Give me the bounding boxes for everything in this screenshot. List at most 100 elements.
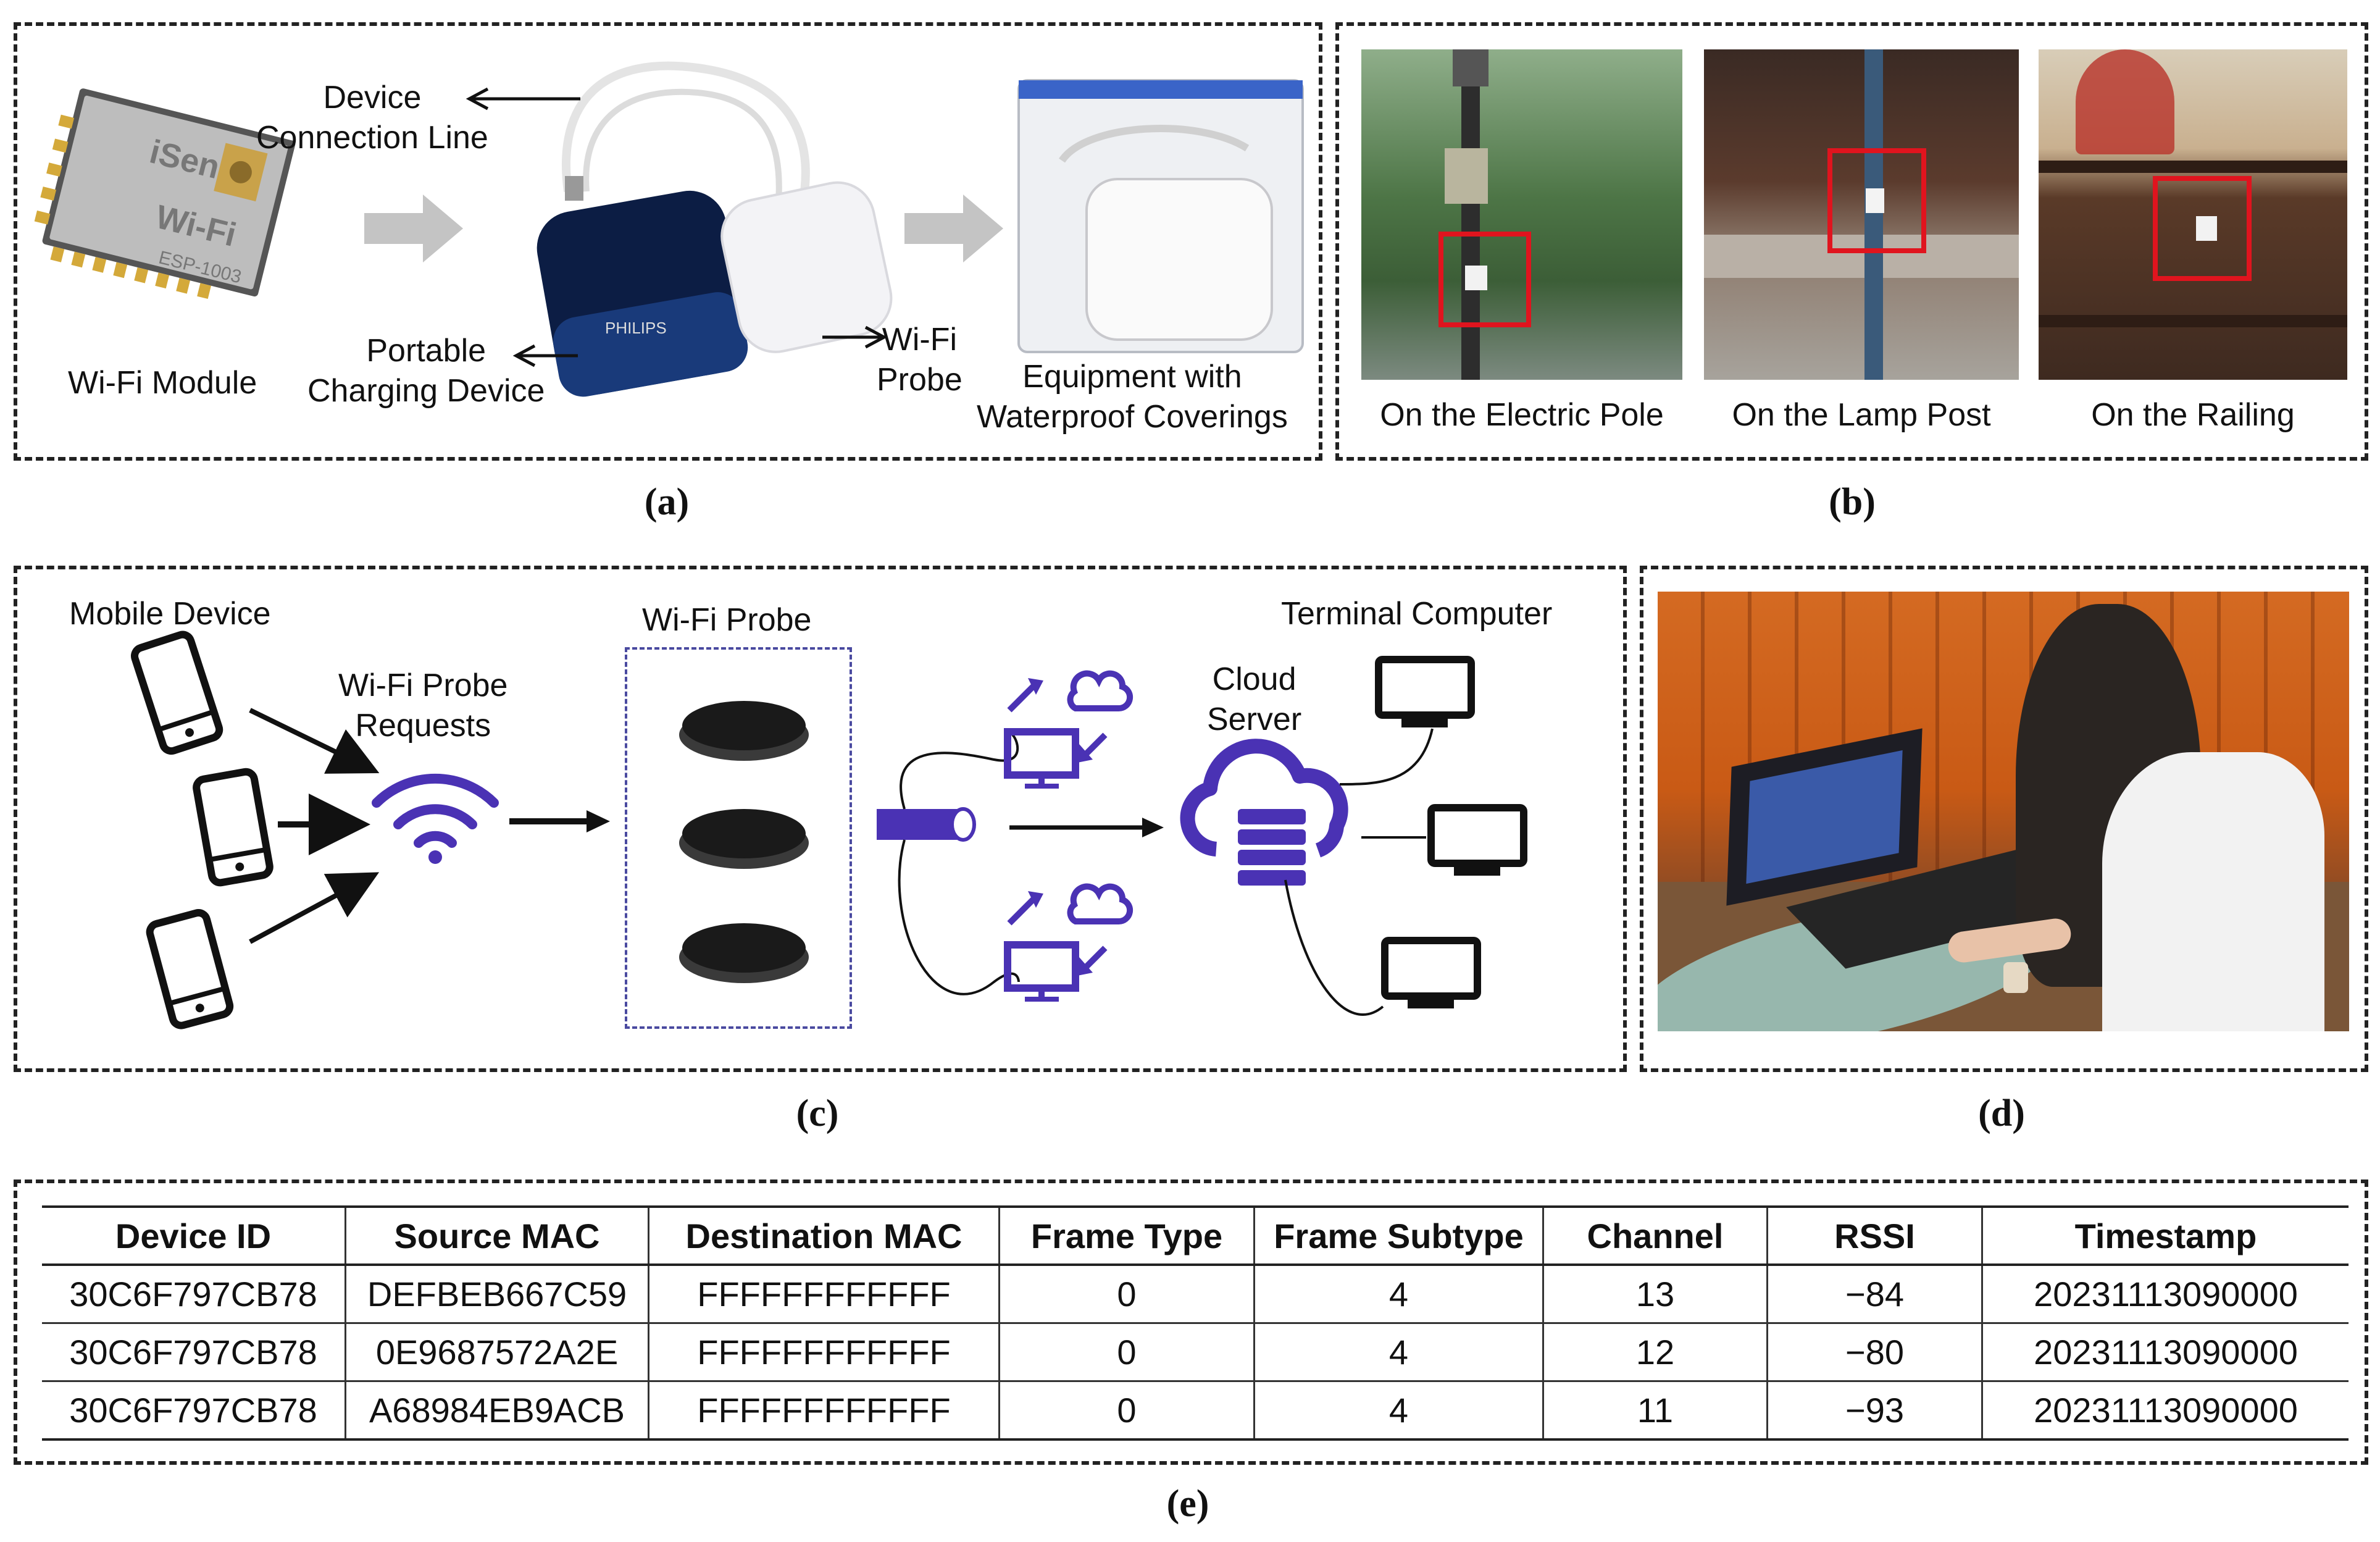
lamp-post-photo [1704,49,2019,380]
wifi-probe-label: Wi-Fi Probe [877,320,962,400]
terminal-monitor-icon [1375,656,1475,727]
cell-channel: 12 [1542,1323,1768,1381]
col-device-id: Device ID [115,1216,272,1255]
lamp-post-label: On the Lamp Post [1732,397,1991,433]
probe-requests-label-1: Wi-Fi Probe [338,668,508,703]
cell-frame-type: 0 [998,1381,1255,1439]
charging-device-label: Portable Charging Device [307,331,545,411]
data-transfer-icon [877,734,1020,995]
cloud-server-label: Cloud Server [1207,660,1301,740]
probe-requests-label-2: Requests [355,708,491,744]
equipment-label: Equipment with Waterproof Coverings [977,357,1288,437]
cell-destination-mac: FFFFFFFFFFFF [648,1265,1000,1323]
table-row: 30C6F797CB78 DEFBEB667C59 FFFFFFFFFFFF 0… [42,1265,2349,1323]
electric-pole-label: On the Electric Pole [1380,397,1664,433]
highlight-box [2153,176,2252,281]
cell-destination-mac: FFFFFFFFFFFF [648,1381,1000,1439]
cell-frame-subtype: 4 [1253,1381,1543,1439]
equipment-label-1: Equipment with [1022,359,1242,395]
cell-frame-subtype: 4 [1253,1323,1543,1381]
col-channel: Channel [1542,1207,1768,1265]
cell-destination-mac: FFFFFFFFFFFF [648,1323,1000,1381]
mobile-device-label: Mobile Device [69,596,271,632]
request-arrows-icon [249,708,380,944]
right-arrow-icon [1009,818,1164,837]
wifi-probe-title: Wi-Fi Probe [642,602,812,638]
connection-line-label: Device Connection Line [256,78,488,158]
caption-e: (e) [1166,1483,1209,1525]
cell-source-mac: DEFBEB667C59 [344,1265,649,1323]
flow-arrow-icon [364,195,463,262]
panel-b [1335,22,2368,461]
left-arrow-icon [466,87,580,111]
cell-device-id: 30C6F797CB78 [69,1333,317,1372]
connection-line-label-2: Connection Line [256,120,488,156]
cell-timestamp: 20231113090000 [1981,1265,2349,1323]
col-destination-mac: Destination MAC [648,1207,1000,1265]
cloud-server-icon [1180,739,1348,886]
panel-e [14,1180,2368,1465]
cloud-server-label-1: Cloud [1212,661,1296,697]
col-frame-subtype: Frame Subtype [1253,1207,1543,1265]
wifi-probe-label-2: Probe [877,362,962,398]
wifi-probe-device-icon [679,923,809,983]
panel-a [14,22,1322,461]
panel-c [14,566,1627,1072]
cell-frame-type: 0 [998,1265,1255,1323]
cell-rssi: −93 [1766,1381,1982,1439]
cell-timestamp: 20231113090000 [1981,1323,2349,1381]
cell-timestamp: 20231113090000 [1981,1381,2349,1439]
col-timestamp: Timestamp [1981,1207,2349,1265]
railing-label: On the Railing [2091,397,2295,433]
charger-brand-text: PHILIPS [605,319,667,337]
terminal-computer-label: Terminal Computer [1281,596,1553,632]
panel-d [1640,566,2368,1072]
caption-d: (d) [1978,1092,2025,1134]
charger-and-probe-icon: PHILIPS [537,61,893,397]
left-arrow-icon [512,344,578,367]
mobile-phone-icon [146,909,234,1029]
railing-photo [2039,49,2347,380]
right-arrow-icon [822,325,888,349]
cloud-server-label-2: Server [1207,702,1302,737]
wifi-signal-icon [372,773,499,864]
wifi-module-icon: iSen Wi-Fi ESP-1003 [34,88,296,300]
highlight-box [1827,148,1926,253]
equipment-label-2: Waterproof Coverings [977,399,1288,435]
cell-channel: 13 [1542,1265,1768,1323]
wifi-probe-label-1: Wi-Fi [882,322,958,358]
probe-requests-label: Wi-Fi Probe Requests [338,666,507,746]
monitor-cloud-icon [1004,670,1134,789]
mobile-phone-icon [131,631,223,755]
probe-data-table: Device ID Source MAC Destination MAC Fra… [42,1205,2349,1441]
electric-pole-photo [1361,49,1682,380]
operator-photo [1658,592,2349,1031]
col-frame-type: Frame Type [998,1207,1255,1265]
col-rssi: RSSI [1766,1207,1982,1265]
charging-device-label-1: Portable [366,333,486,369]
cell-frame-type: 0 [998,1323,1255,1381]
cell-channel: 11 [1542,1381,1768,1439]
cell-frame-subtype: 4 [1253,1265,1543,1323]
flow-arrow-icon [904,195,1003,262]
terminal-monitor-icon [1427,804,1527,876]
caption-b: (b) [1829,481,1876,523]
cell-device-id: 30C6F797CB78 [69,1391,317,1430]
charging-device-label-2: Charging Device [307,373,545,409]
cell-source-mac: 0E9687572A2E [344,1323,649,1381]
waterproof-equipment-icon [1017,79,1304,353]
terminal-monitor-icon [1381,937,1481,1008]
cell-device-id: 30C6F797CB78 [69,1275,317,1314]
wifi-probe-device-icon [679,809,809,869]
cell-rssi: −80 [1766,1323,1982,1381]
monitor-cloud-icon [1004,883,1134,1002]
table-row: 30C6F797CB78 0E9687572A2E FFFFFFFFFFFF 0… [42,1323,2349,1381]
highlight-box [1438,232,1531,327]
cell-rssi: −84 [1766,1265,1982,1323]
table-row: 30C6F797CB78 A68984EB9ACB FFFFFFFFFFFF 0… [42,1381,2349,1439]
caption-c: (c) [796,1092,839,1134]
cell-source-mac: A68984EB9ACB [344,1381,649,1439]
wifi-probe-group [625,647,852,1029]
wifi-module-label: Wi-Fi Module [68,365,257,401]
wifi-probe-device-icon [679,701,809,761]
